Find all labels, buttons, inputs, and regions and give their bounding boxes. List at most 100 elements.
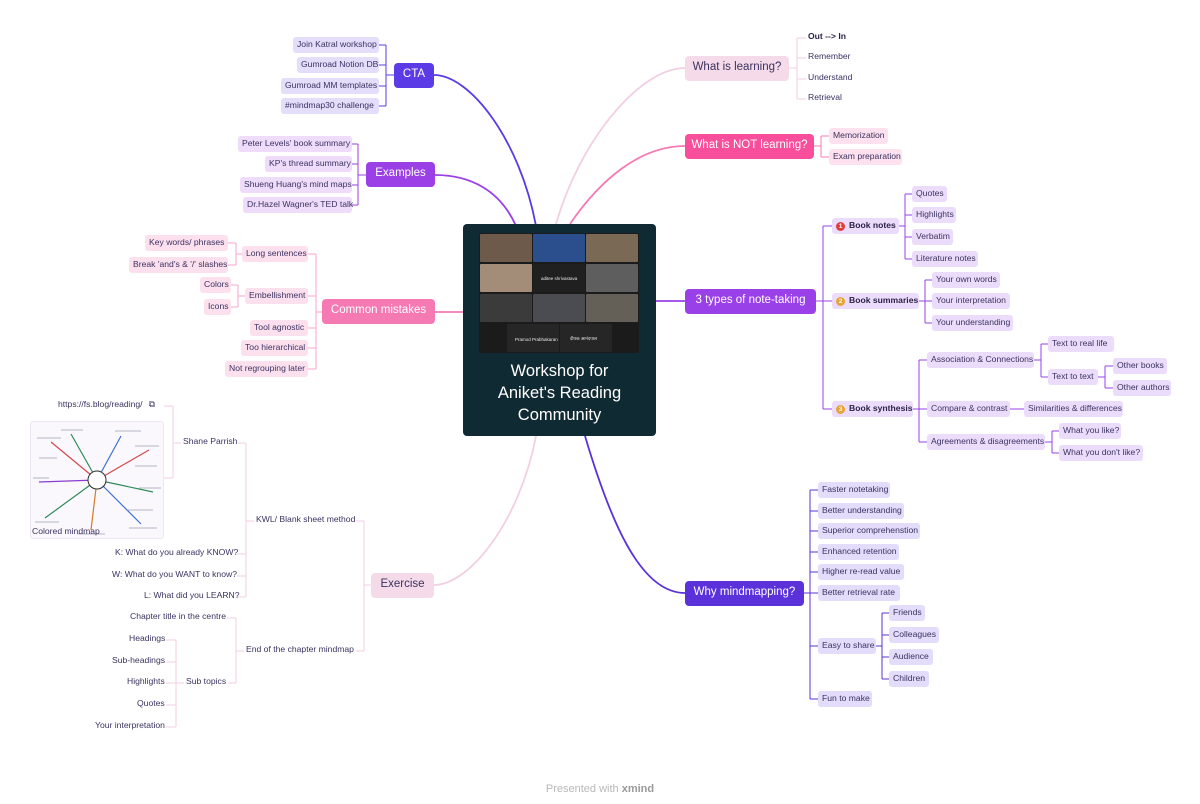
- mistake-item[interactable]: Break 'and's & '/' slashes: [129, 257, 228, 273]
- subtopic-item[interactable]: Quotes: [135, 698, 166, 712]
- similarities-differences[interactable]: Similarities & differences: [1024, 401, 1123, 417]
- example-item-label: KP's thread summary: [269, 158, 351, 168]
- subtopic-item[interactable]: Your interpretation: [93, 720, 166, 734]
- cta-item[interactable]: Join Katral workshop: [293, 37, 379, 53]
- mistake-item[interactable]: Not regrouping later: [225, 361, 308, 377]
- sub-topics[interactable]: Sub topics: [184, 676, 228, 690]
- text-to-text[interactable]: Text to text: [1048, 369, 1098, 385]
- what-is-not-learning-topic[interactable]: What is NOT learning?: [685, 134, 814, 159]
- why-item[interactable]: Better retrieval rate: [818, 585, 900, 601]
- agreements-disagreements-label: Agreements & disagreements: [931, 436, 1044, 446]
- why-item[interactable]: Enhanced retention: [818, 544, 899, 560]
- mistake-item[interactable]: Too hierarchical: [241, 340, 308, 356]
- book-notes-item[interactable]: Verbatim: [912, 229, 953, 245]
- share-item[interactable]: Audience: [889, 649, 933, 665]
- text-to-text-item[interactable]: Other books: [1113, 358, 1167, 374]
- agree-item[interactable]: What you don't like?: [1059, 445, 1143, 461]
- agree-item-label: What you like?: [1063, 425, 1119, 435]
- shane-parrish[interactable]: Shane Parrish: [181, 436, 238, 450]
- what-is-learning-topic[interactable]: What is learning?: [685, 56, 789, 81]
- kwl-item[interactable]: K: What do you already KNOW?: [113, 547, 237, 561]
- learning-item[interactable]: Out --> In: [806, 31, 851, 45]
- example-item[interactable]: Dr.Hazel Wagner's TED talk: [243, 197, 352, 213]
- share-item[interactable]: Children: [889, 671, 929, 687]
- mistake-item[interactable]: Icons: [204, 299, 231, 315]
- book-notes-item[interactable]: Quotes: [912, 186, 947, 202]
- subtopic-item[interactable]: Sub-headings: [110, 655, 166, 669]
- why-item[interactable]: Faster notetaking: [818, 482, 890, 498]
- cta-item[interactable]: Gumroad MM templates: [281, 78, 379, 94]
- image-caption[interactable]: Colored mindmap: [30, 526, 102, 540]
- compare-contrast[interactable]: Compare & contrast: [927, 401, 1010, 417]
- chapter-mindmap[interactable]: End of the chapter mindmap: [244, 644, 356, 658]
- text-to-real-life[interactable]: Text to real life: [1048, 336, 1114, 352]
- learning-item[interactable]: Understand: [806, 72, 854, 86]
- cta-item[interactable]: Gumroad Notion DB: [297, 57, 379, 73]
- why-item[interactable]: Superior comprehenstion: [818, 523, 920, 539]
- central-topic[interactable]: aditee shrivastava Pramod Prabhakaran दी…: [463, 224, 656, 436]
- note-taking-types-topic[interactable]: 3 types of note-taking: [685, 289, 816, 314]
- why-item-label: Better retrieval rate: [822, 587, 895, 597]
- why-item-label: Better understanding: [822, 505, 902, 515]
- book-summaries-item-label: Your understanding: [936, 317, 1010, 327]
- mistake-subtopic[interactable]: Long sentences: [242, 246, 308, 262]
- kwl-item[interactable]: L: What did you LEARN?: [142, 590, 237, 604]
- common-mistakes-topic[interactable]: Common mistakes: [322, 299, 435, 324]
- chapter-mindmap-label: End of the chapter mindmap: [246, 644, 354, 654]
- subtopic-item[interactable]: Headings: [127, 633, 166, 647]
- cta-item[interactable]: #mindmap30 challenge: [281, 98, 379, 114]
- compare-contrast-label: Compare & contrast: [931, 403, 1007, 413]
- easy-to-share[interactable]: Easy to share: [818, 638, 876, 654]
- sub-topics-label: Sub topics: [186, 676, 226, 686]
- book-summaries-item[interactable]: Your interpretation: [932, 293, 1010, 309]
- fs-blog-link[interactable]: https://fs.blog/reading/⧉: [56, 399, 166, 413]
- connector-examples: [435, 175, 516, 226]
- exercise-topic[interactable]: Exercise: [371, 573, 434, 598]
- cta-topic[interactable]: CTA: [394, 63, 434, 88]
- example-item[interactable]: Peter Levels' book summary: [238, 136, 352, 152]
- mistake-item[interactable]: Colors: [200, 277, 231, 293]
- presented-with-footer: Presented with xmind: [0, 783, 1200, 795]
- example-item[interactable]: Shueng Huang's mind maps: [240, 177, 352, 193]
- why-item[interactable]: Better understanding: [818, 503, 904, 519]
- share-item[interactable]: Friends: [889, 605, 925, 621]
- agree-item[interactable]: What you like?: [1059, 423, 1121, 439]
- learning-item[interactable]: Retrieval: [806, 92, 844, 106]
- examples-topic[interactable]: Examples: [366, 162, 435, 187]
- subtopic-item[interactable]: Highlights: [125, 676, 166, 690]
- kwl-item[interactable]: W: What do you WANT to know?: [110, 569, 237, 583]
- mistake-item[interactable]: Key words/ phrases: [145, 235, 228, 251]
- fun-to-make[interactable]: Fun to make: [818, 691, 872, 707]
- book-summaries-item[interactable]: Your own words: [932, 272, 1000, 288]
- kwl-method[interactable]: KWL/ Blank sheet method: [254, 514, 356, 528]
- example-item[interactable]: KP's thread summary: [265, 156, 352, 172]
- not-learning-item[interactable]: Memorization: [829, 128, 888, 144]
- colored-mindmap-image: [30, 421, 164, 539]
- mistake-item[interactable]: Tool agnostic: [250, 320, 308, 336]
- colored-mindmap-sketch: [31, 422, 163, 538]
- association-connections[interactable]: Association & Connections: [927, 352, 1034, 368]
- connector-cta: [434, 75, 536, 226]
- share-item[interactable]: Colleagues: [889, 627, 939, 643]
- central-title-line: Aniket's Reading: [463, 382, 656, 404]
- share-item-label: Children: [893, 673, 925, 683]
- mistake-subtopic[interactable]: Embellishment: [245, 288, 308, 304]
- book-notes-item[interactable]: Highlights: [912, 207, 956, 223]
- chapter-item[interactable]: Chapter title in the centre: [128, 611, 227, 625]
- text-to-text-item[interactable]: Other authors: [1113, 380, 1171, 396]
- learning-item[interactable]: Remember: [806, 51, 851, 65]
- why-mindmapping-topic[interactable]: Why mindmapping?: [685, 581, 804, 606]
- number-badge-icon: 2: [836, 297, 845, 306]
- why-item[interactable]: Higher re-read value: [818, 564, 904, 580]
- kwl-item-label: L: What did you LEARN?: [144, 590, 240, 600]
- not-learning-item[interactable]: Exam preparation: [829, 149, 902, 165]
- book-summaries-item[interactable]: Your understanding: [932, 315, 1013, 331]
- book-notes-item[interactable]: Literature notes: [912, 251, 978, 267]
- external-link-icon[interactable]: ⧉: [149, 400, 155, 409]
- agreements-disagreements[interactable]: Agreements & disagreements: [927, 434, 1045, 450]
- text-to-real-life-label: Text to real life: [1052, 338, 1107, 348]
